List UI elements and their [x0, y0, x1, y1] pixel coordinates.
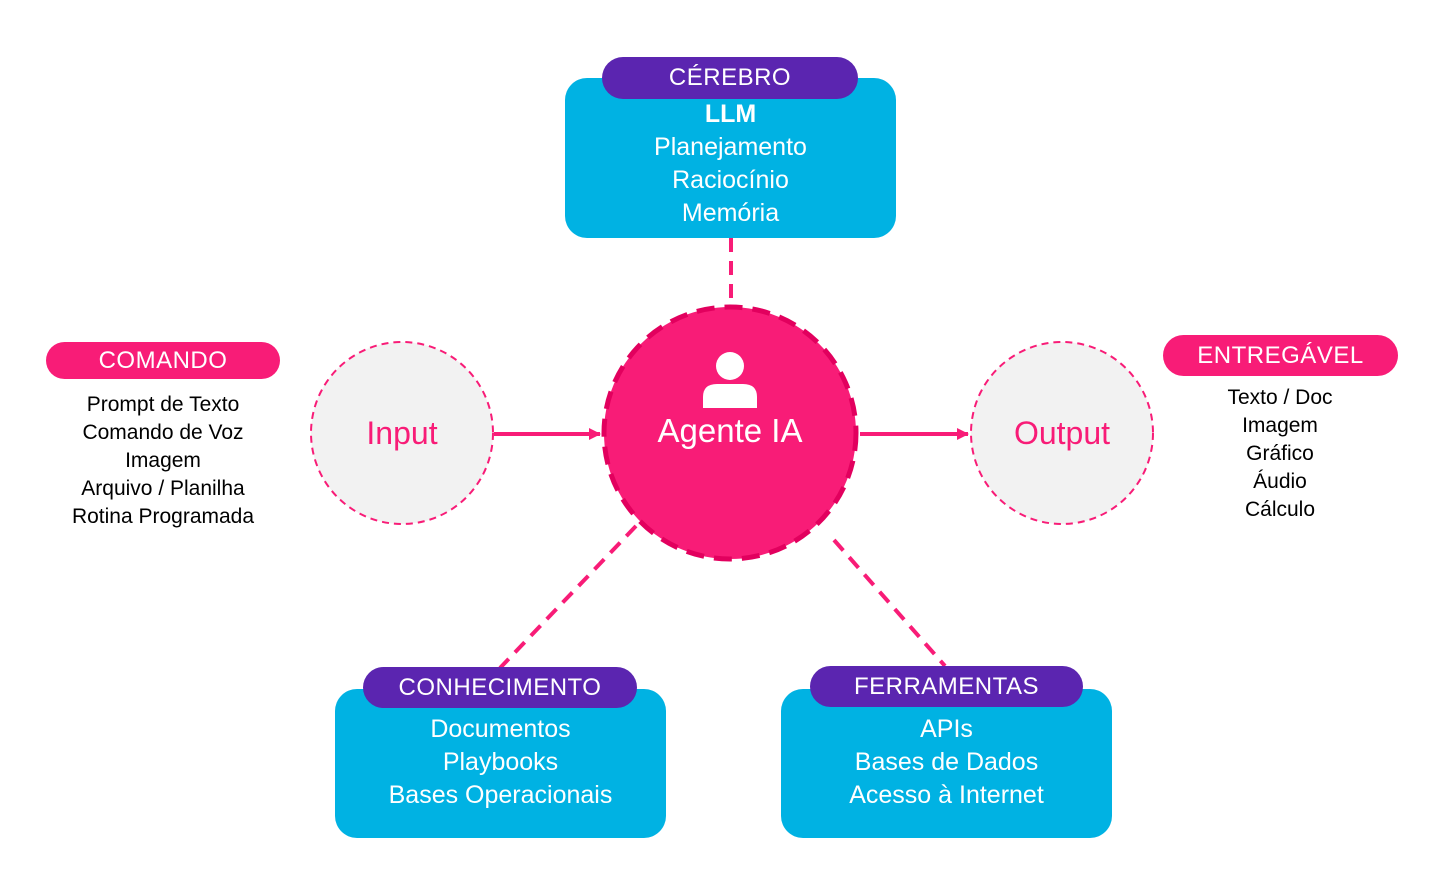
output-label: Output — [1013, 414, 1111, 451]
comando-title: COMANDO — [46, 342, 280, 379]
cerebro-item: Raciocínio — [672, 166, 789, 194]
input-label: Input — [366, 414, 438, 451]
comando-item: Prompt de Texto — [86, 393, 240, 416]
entregavel-item: Cálculo — [1244, 498, 1316, 521]
ferramentas-item: Bases de Dados — [854, 748, 1039, 776]
conhecimento-box: Documentos Playbooks Bases Operacionais — [335, 689, 666, 838]
conhecimento-title: CONHECIMENTO — [363, 667, 637, 708]
comando-item: Arquivo / Planilha — [81, 477, 245, 500]
cerebro-title: CÉREBRO — [602, 57, 858, 99]
output-circle — [970, 341, 1154, 525]
comando-item: Rotina Programada — [71, 505, 255, 528]
ferramentas-item: Acesso à Internet — [849, 781, 1044, 809]
comando-list: Prompt de Texto Comando de Voz Imagem Ar… — [33, 391, 293, 531]
entregavel-item: Áudio — [1253, 470, 1307, 493]
cerebro-item: Planejamento — [654, 133, 807, 161]
conhecimento-item: Documentos — [430, 715, 571, 743]
agent-circle — [601, 304, 859, 562]
input-circle — [310, 341, 494, 525]
conhecimento-connector — [498, 524, 638, 670]
entregavel-item: Texto / Doc — [1227, 386, 1333, 409]
ferramentas-connector — [832, 538, 947, 668]
comando-item: Comando de Voz — [82, 421, 244, 444]
ferramentas-box: APIs Bases de Dados Acesso à Internet — [781, 689, 1112, 838]
cerebro-item: Memória — [681, 199, 780, 227]
entregavel-item: Imagem — [1242, 414, 1318, 437]
cerebro-box: LLM Planejamento Raciocínio Memória — [565, 78, 896, 238]
conhecimento-item: Playbooks — [442, 748, 559, 776]
entregavel-item: Gráfico — [1246, 442, 1314, 465]
person-icon — [703, 352, 757, 408]
entregavel-title: ENTREGÁVEL — [1163, 335, 1398, 376]
cerebro-item: LLM — [704, 100, 757, 128]
conhecimento-item: Bases Operacionais — [388, 781, 613, 809]
ferramentas-title: FERRAMENTAS — [810, 666, 1083, 707]
agent-label: Agente IA — [657, 412, 803, 449]
entregavel-list: Texto / Doc Imagem Gráfico Áudio Cálculo — [1160, 384, 1400, 524]
comando-item: Imagem — [125, 449, 201, 472]
agent-node: Agente IA — [604, 330, 856, 470]
ferramentas-item: APIs — [920, 715, 973, 743]
